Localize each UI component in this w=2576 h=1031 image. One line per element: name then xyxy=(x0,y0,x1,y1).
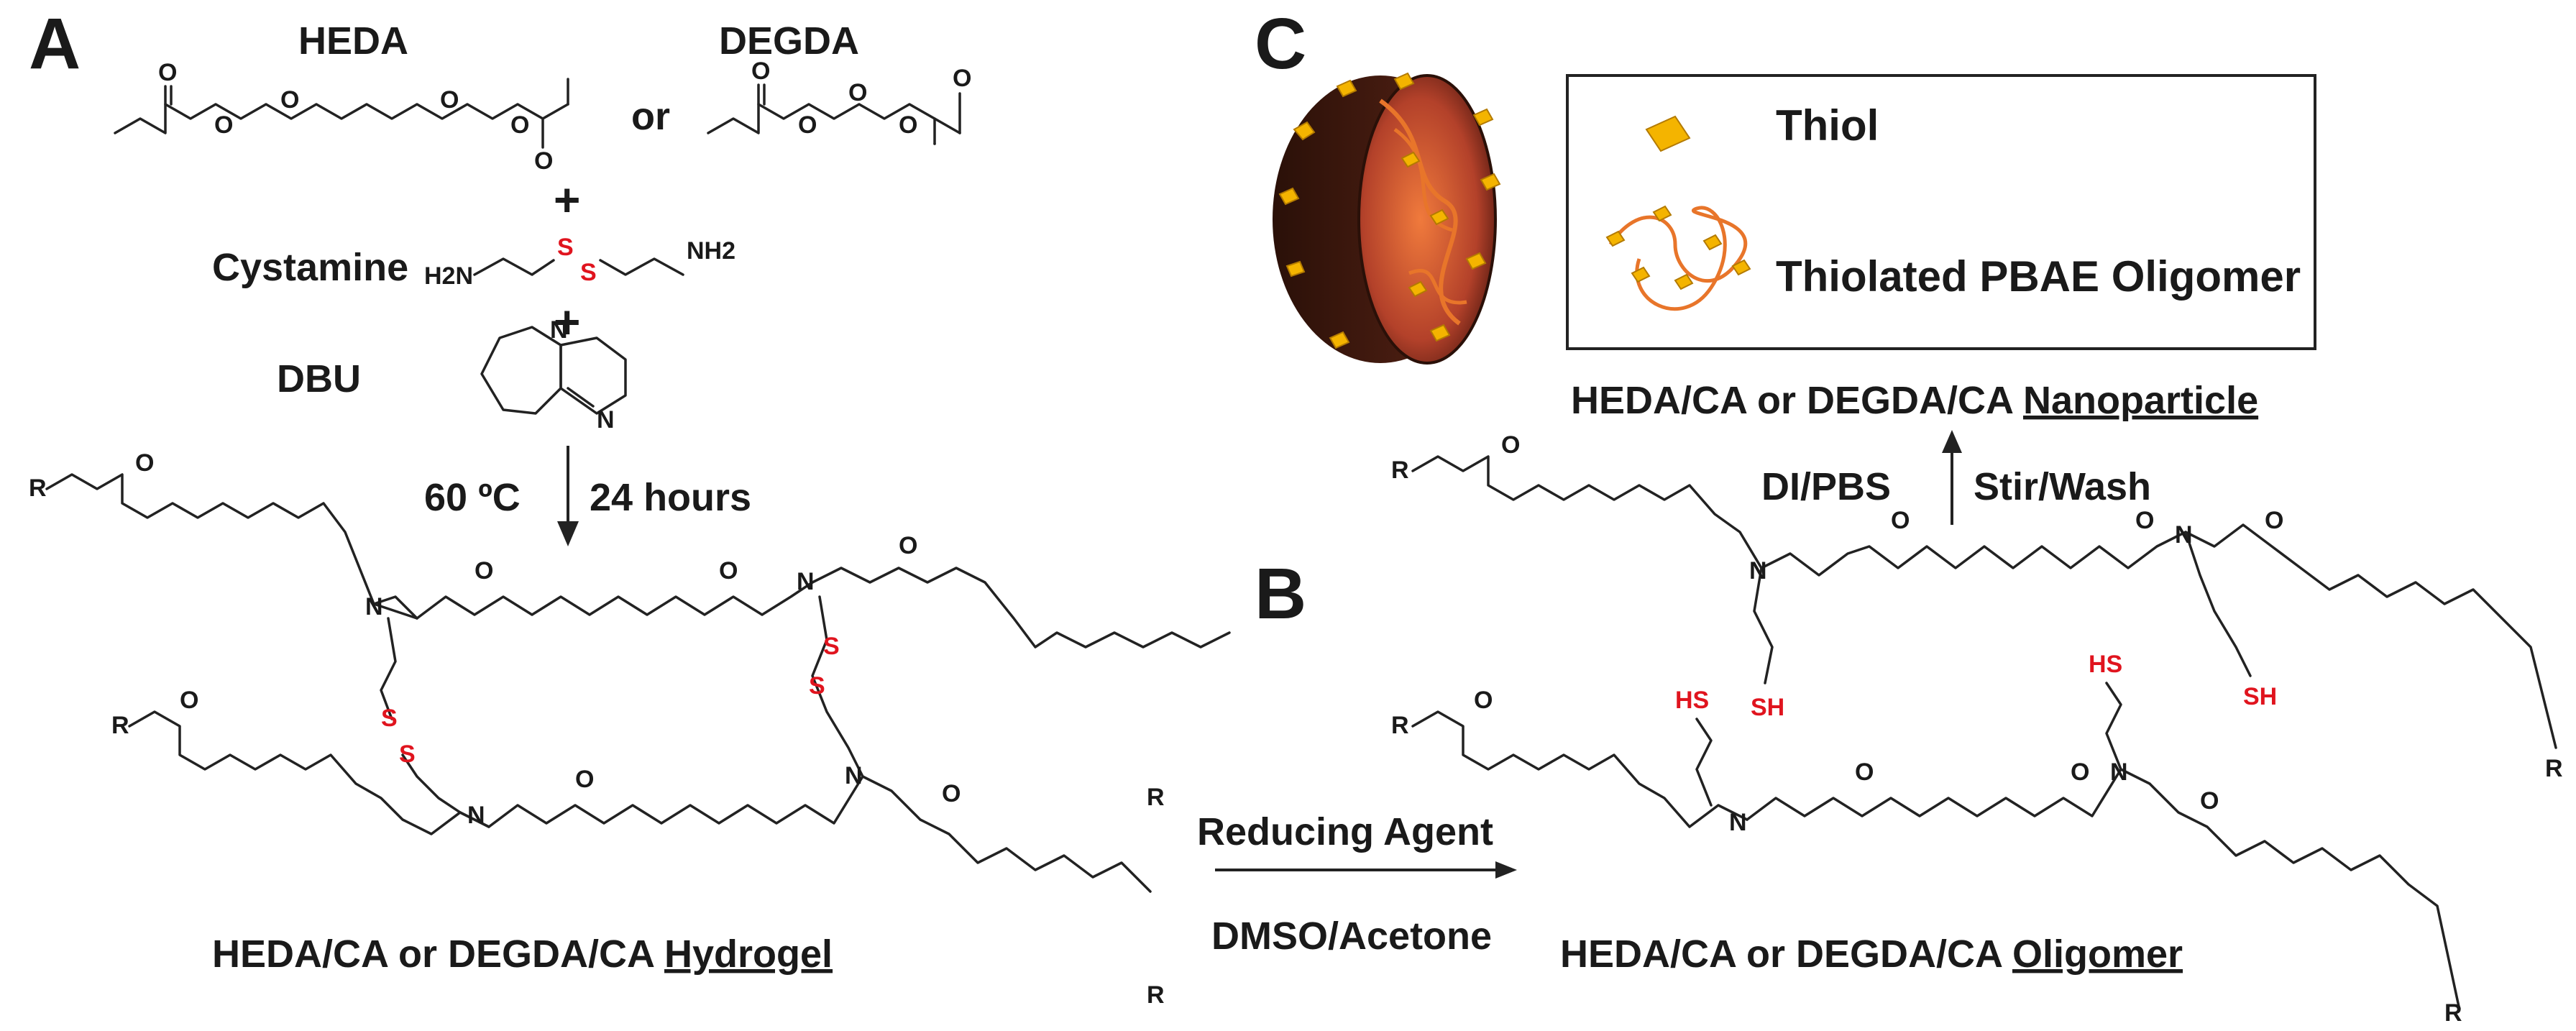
cystamine-chain-left xyxy=(473,257,555,276)
oligomer-sh-2: SH xyxy=(2243,683,2277,710)
heda-structure xyxy=(114,78,569,149)
hydrogel-n-4: N xyxy=(845,762,863,789)
oligomer-o-4: O xyxy=(2265,507,2283,534)
hydrogel-o-7: O xyxy=(942,780,961,807)
heda-o-2: O xyxy=(214,111,233,139)
plus-2: + xyxy=(554,296,580,348)
degda-o-1: O xyxy=(751,58,770,85)
oligomer-n-2: N xyxy=(2175,521,2193,549)
hydrogel-o-6: O xyxy=(575,766,594,793)
heda-o-4: O xyxy=(440,86,459,114)
panel-label-b: B xyxy=(1255,554,1306,634)
solvent-label: DMSO/Acetone xyxy=(1211,915,1492,958)
hydrogel-n-1: N xyxy=(365,593,383,620)
degda-structure xyxy=(707,83,961,145)
temperature-label: 60 ºC xyxy=(424,476,521,519)
nanoparticle-caption-prefix: HEDA/CA or DEGDA/CA xyxy=(1571,379,2023,422)
oligomer-caption-prefix: HEDA/CA or DEGDA/CA xyxy=(1560,933,2012,976)
heda-o-5: O xyxy=(510,111,529,139)
oligomer-o-2: O xyxy=(1891,507,1910,534)
oligomer-caption-word: Oligomer xyxy=(2012,933,2183,976)
hydrogel-r-1: R xyxy=(29,475,47,502)
oligomer-n-1: N xyxy=(1749,557,1767,585)
cystamine-s-2: S xyxy=(580,259,597,286)
hydrogel-s-3: S xyxy=(823,633,840,660)
reduction-arrowhead xyxy=(1495,861,1517,879)
oligomer-r-2: R xyxy=(1391,712,1409,739)
oligomer-o-5: O xyxy=(1474,687,1493,714)
oligomer-o-1: O xyxy=(1501,431,1520,459)
oligomer-r-4: R xyxy=(2444,999,2462,1027)
nanoparticle-caption-word: Nanoparticle xyxy=(2023,379,2258,422)
oligomer-r-1: R xyxy=(1391,457,1409,484)
hydrogel-n-2: N xyxy=(797,568,815,595)
legend-thiol-label: Thiol xyxy=(1776,101,1879,150)
hydrogel-s-4: S xyxy=(809,672,825,700)
dbu-n-2: N xyxy=(597,406,615,434)
oligomer-r-3: R xyxy=(2545,755,2563,782)
oligomer-caption: HEDA/CA or DEGDA/CA Oligomer xyxy=(1560,933,2183,976)
reducing-agent-label: Reducing Agent xyxy=(1197,810,1493,853)
oligomer-o-8: O xyxy=(2200,787,2219,815)
hydrogel-caption-prefix: HEDA/CA or DEGDA/CA xyxy=(212,933,664,976)
degda-label: DEGDA xyxy=(719,19,859,63)
oligomer-n-4: N xyxy=(2110,759,2128,786)
di-pbs-label: DI/PBS xyxy=(1761,465,1891,508)
nanoparticle-caption: HEDA/CA or DEGDA/CA Nanoparticle xyxy=(1571,379,2258,422)
hydrogel-r-4: R xyxy=(1147,981,1165,1009)
hydrogel-o-3: O xyxy=(719,557,738,585)
heda-o-3: O xyxy=(280,86,299,114)
oligomer-structure xyxy=(1411,455,2557,1008)
hydrogel-o-1: O xyxy=(135,449,154,477)
degda-o-5: O xyxy=(953,65,971,92)
dbu-label: DBU xyxy=(277,357,361,400)
hydrogel-o-4: O xyxy=(899,532,917,559)
hydrogel-o-5: O xyxy=(180,687,198,714)
oligomer-hs-2: HS xyxy=(2089,651,2122,678)
hydrogel-s-1: S xyxy=(381,705,398,732)
heda-o-1: O xyxy=(158,59,177,86)
heda-o-6: O xyxy=(534,147,553,175)
nanoparticle-illustration xyxy=(1273,74,1497,365)
hydrogel-s-2: S xyxy=(399,741,416,768)
cystamine-h2n: H2N xyxy=(424,262,473,290)
stir-wash-label: Stir/Wash xyxy=(1974,465,2151,508)
panel-label-a: A xyxy=(29,4,81,84)
legend-oligomer-icon xyxy=(1605,205,1751,311)
synthesis-arrowhead xyxy=(557,521,579,546)
heda-label: HEDA xyxy=(298,19,408,63)
degda-o-3: O xyxy=(848,79,867,106)
oligomer-hs-1: HS xyxy=(1675,687,1709,714)
oligomer-o-3: O xyxy=(2135,507,2154,534)
degda-o-2: O xyxy=(798,111,817,139)
hydrogel-o-2: O xyxy=(475,557,493,585)
hydrogel-r-2: R xyxy=(111,712,129,739)
cystamine-label: Cystamine xyxy=(212,246,408,289)
plus-1: + xyxy=(554,174,580,226)
legend-oligomer-label: Thiolated PBAE Oligomer xyxy=(1776,252,2301,301)
cystamine-s-1: S xyxy=(557,234,574,261)
oligomer-sh-1: SH xyxy=(1751,694,1784,721)
oligomer-n-3: N xyxy=(1729,809,1747,836)
legend-thiol-icon xyxy=(1645,115,1691,152)
or-label: or xyxy=(631,95,670,138)
hydrogel-structure xyxy=(45,473,1231,893)
assembly-arrowhead xyxy=(1942,430,1962,453)
thiol-flakes xyxy=(1278,72,1501,349)
hydrogel-n-3: N xyxy=(467,802,485,829)
cystamine-nh2: NH2 xyxy=(687,237,735,265)
hydrogel-r-3: R xyxy=(1147,784,1165,811)
oligomer-o-7: O xyxy=(2071,759,2089,786)
panel-label-c: C xyxy=(1255,4,1306,84)
dbu-structure xyxy=(480,326,627,415)
degda-o-4: O xyxy=(899,111,917,139)
oligomer-o-6: O xyxy=(1855,759,1874,786)
hydrogel-caption-word: Hydrogel xyxy=(664,933,833,976)
cystamine-chain-right xyxy=(599,257,684,276)
dbu-n-1: N xyxy=(550,316,568,344)
time-label: 24 hours xyxy=(590,476,751,519)
hydrogel-caption: HEDA/CA or DEGDA/CA Hydrogel xyxy=(212,933,833,976)
